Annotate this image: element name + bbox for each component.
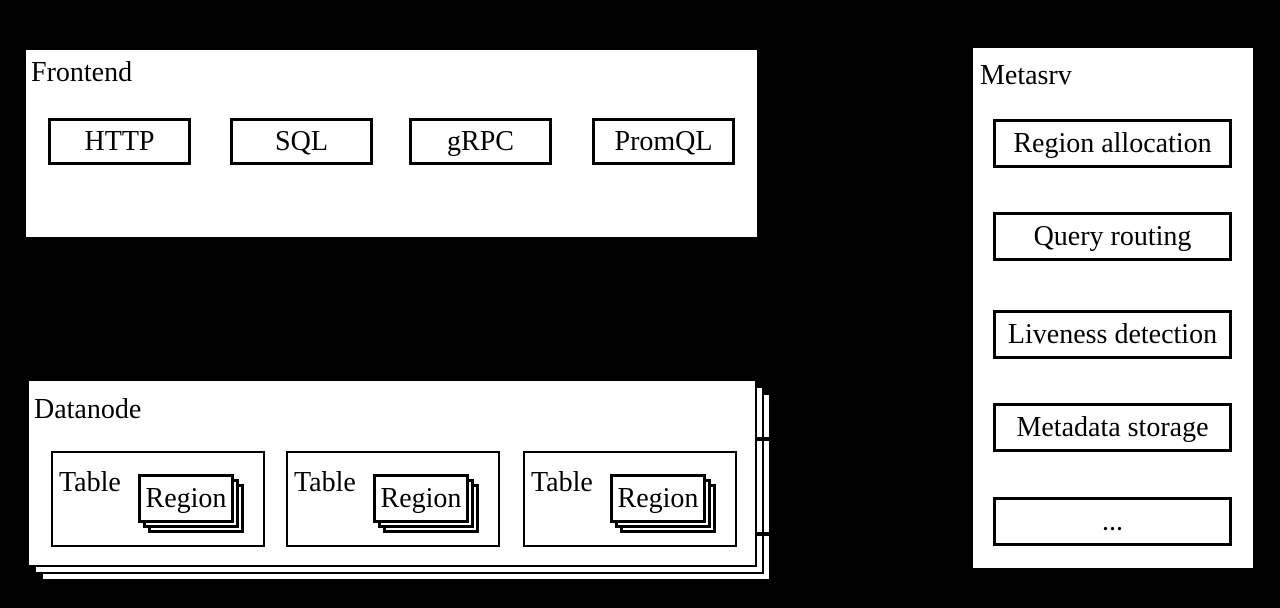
region-label: Region (145, 482, 227, 514)
datanode-panel: Datanode Table Region Table Region (27, 379, 757, 567)
metasrv-box-liveness-detection: Liveness detection (993, 310, 1232, 359)
table-box: Table Region (523, 451, 737, 547)
metasrv-label-query-routing: Query routing (1033, 220, 1192, 252)
protocol-box-grpc: gRPC (409, 118, 552, 165)
metasrv-label-ellipsis: ... (1102, 505, 1123, 537)
table-label: Table (294, 467, 356, 498)
table-label: Table (59, 467, 121, 498)
region-stack: Region (373, 474, 479, 533)
region-label: Region (380, 482, 462, 514)
metasrv-label-region-allocation: Region allocation (1013, 127, 1212, 159)
metasrv-box-query-routing: Query routing (993, 212, 1232, 261)
table-label: Table (531, 467, 593, 498)
region-stack: Region (138, 474, 244, 533)
protocol-label-sql: SQL (275, 125, 328, 157)
protocol-box-http: HTTP (48, 118, 191, 165)
region-label: Region (617, 482, 699, 514)
region-stack: Region (610, 474, 716, 533)
metasrv-panel: Metasrv Region allocation Query routing … (973, 48, 1253, 568)
metasrv-box-region-allocation: Region allocation (993, 119, 1232, 168)
table-box: Table Region (286, 451, 500, 547)
protocol-label-grpc: gRPC (447, 125, 514, 157)
protocol-label-http: HTTP (84, 125, 155, 157)
region-box: Region (138, 474, 234, 523)
metasrv-box-metadata-storage: Metadata storage (993, 403, 1232, 452)
metasrv-label-metadata-storage: Metadata storage (1016, 411, 1209, 443)
connector-mark (757, 532, 772, 536)
table-box: Table Region (51, 451, 265, 547)
protocol-box-sql: SQL (230, 118, 373, 165)
frontend-panel-title: Frontend (31, 57, 133, 88)
region-box: Region (373, 474, 469, 523)
protocol-box-promql: PromQL (592, 118, 735, 165)
metasrv-box-ellipsis: ... (993, 497, 1232, 546)
frontend-panel: Frontend HTTP SQL gRPC PromQL (26, 50, 757, 237)
region-box: Region (610, 474, 706, 523)
datanode-panel-title: Datanode (34, 394, 142, 425)
metasrv-panel-title: Metasrv (980, 60, 1072, 91)
connector-mark (757, 437, 772, 441)
protocol-label-promql: PromQL (614, 125, 713, 157)
metasrv-label-liveness-detection: Liveness detection (1007, 318, 1218, 350)
